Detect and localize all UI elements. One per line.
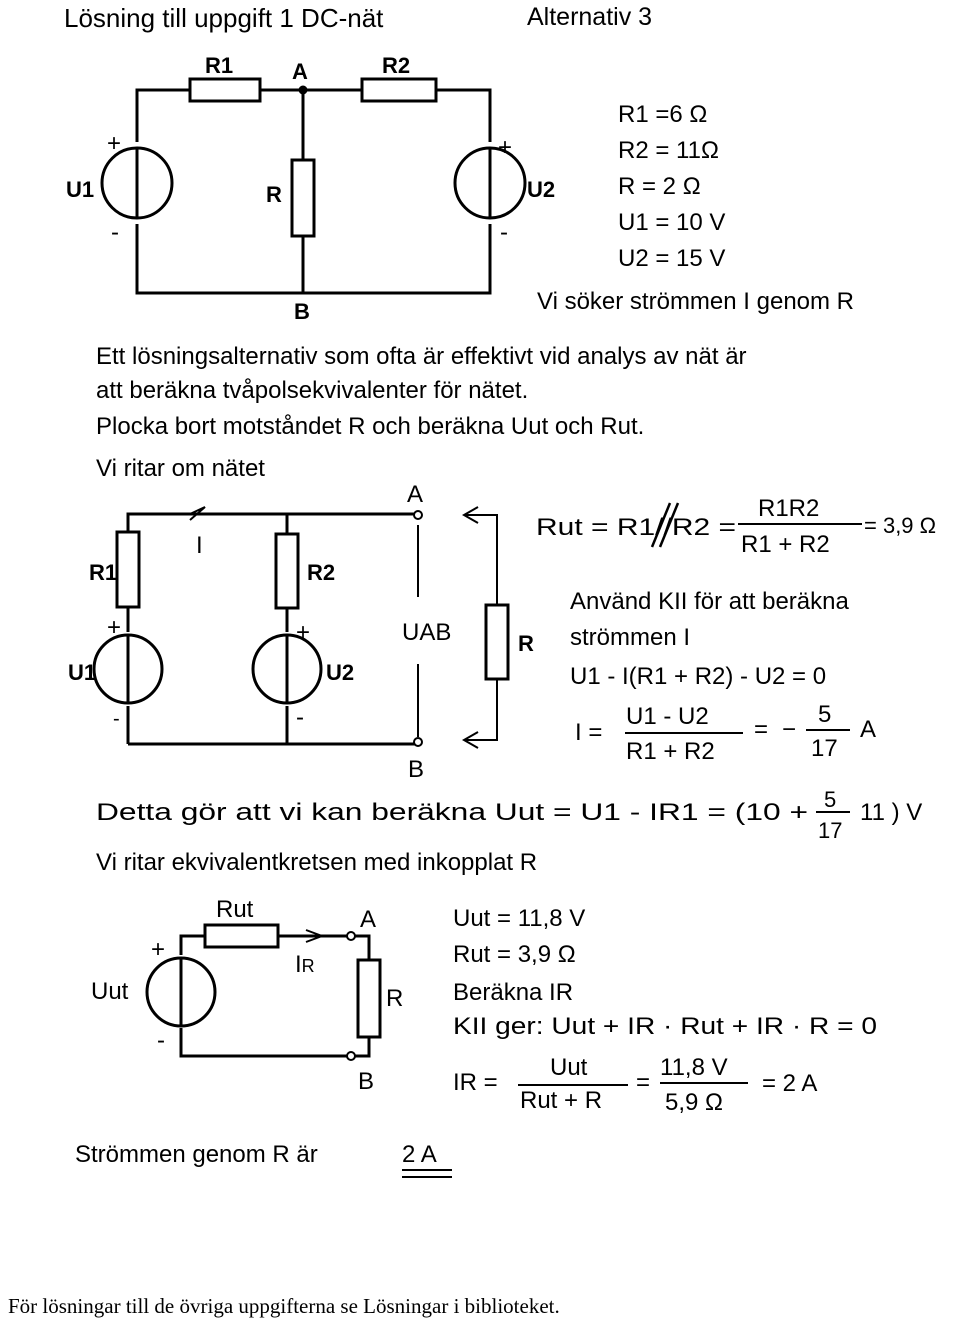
rut-num: R1R2 <box>758 495 819 522</box>
result-uut: Uut = 11,8 V <box>453 905 585 932</box>
c2-plus-u2: + <box>296 619 310 646</box>
label-u1: U1 <box>66 177 94 202</box>
circuit-1 <box>100 77 527 295</box>
label-r2: R2 <box>382 53 410 78</box>
answer-text: Strömmen genom R är <box>75 1141 318 1168</box>
c2-label-r2: R2 <box>307 560 335 585</box>
page-title: Lösning till uppgift 1 DC-nät <box>64 3 384 33</box>
c2-minus-u1: - <box>113 708 120 730</box>
given-u2: U2 = 15 V <box>618 245 725 272</box>
c2-plus-u1: + <box>107 614 121 641</box>
terminal-b <box>413 737 423 747</box>
i-equals: = <box>754 716 768 743</box>
label-node-b: B <box>294 299 310 324</box>
uut-frac-num: 5 <box>824 787 836 812</box>
c2-label-r: R <box>518 631 534 656</box>
ir-den: Rut + R <box>520 1087 602 1114</box>
resistor-r-removed <box>484 603 510 681</box>
ir-equals: = <box>636 1069 650 1096</box>
i-res-den: 17 <box>811 735 838 762</box>
kii-text-2: strömmen I <box>570 624 690 651</box>
ir-lhs: IR = <box>453 1069 498 1096</box>
c3-label-rut: Rut <box>216 896 254 923</box>
i-res-num: 5 <box>818 701 831 728</box>
label-node-a: A <box>292 59 308 84</box>
circuit-2 <box>92 506 510 749</box>
c3-label-a: A <box>360 906 376 933</box>
label-r1: R1 <box>205 53 233 78</box>
intro-line-2: att beräkna tvåpolsekvivalenter för näte… <box>96 377 528 404</box>
ir-num: Uut <box>550 1054 588 1081</box>
uut-line-text: Detta gör att vi kan beräkna Uut = U1 - … <box>96 799 808 826</box>
i-unit: A <box>860 716 876 743</box>
label-r: R <box>266 182 282 207</box>
resistor-r1 <box>188 77 262 103</box>
intro-line-1: Ett lösningsalternativ som ofta är effek… <box>96 343 747 370</box>
rut-den: R1 + R2 <box>741 531 830 558</box>
result-calc: Beräkna IR <box>453 979 573 1006</box>
c3-minus: - <box>157 1027 165 1054</box>
footer-note: För lösningar till de övriga uppgifterna… <box>8 1294 560 1318</box>
given-u1: U1 = 10 V <box>618 209 725 236</box>
goal-text: Vi söker strömmen I genom R <box>537 288 854 315</box>
resistor-r <box>290 158 316 238</box>
uut-line-tail: 11 ) V <box>860 799 922 826</box>
kii-equation: U1 - I(R1 + R2) - U2 = 0 <box>570 663 826 690</box>
given-r: R = 2 Ω <box>618 173 701 200</box>
c2-label-u1: U1 <box>68 660 96 685</box>
resistor-r-c <box>356 958 382 1039</box>
equiv-heading: Vi ritar ekvivalentkretsen med inkopplat… <box>96 849 537 876</box>
result-rut: Rut = 3,9 Ω <box>453 941 576 968</box>
c2-label-uab: UAB <box>402 619 451 646</box>
terminal-a <box>413 510 423 520</box>
i-den: R1 + R2 <box>626 738 715 765</box>
c2-label-u2: U2 <box>326 660 354 685</box>
given-r1: R1 =6 Ω <box>618 101 707 128</box>
intro-line-3: Plocka bort motståndet R och beräkna Uut… <box>96 413 644 440</box>
result-kii: KII ger: Uut + IR · Rut + IR · R = 0 <box>453 1013 877 1040</box>
plus-u1: + <box>107 130 121 157</box>
c2-label-r1: R1 <box>89 560 117 585</box>
i-neg: − <box>782 716 796 743</box>
i-lhs: I = <box>575 719 602 746</box>
rut-rhs: = 3,9 Ω <box>864 513 936 538</box>
rut-lhs: Rut = R1//R2 = <box>536 514 736 541</box>
ir-result: = 2 A <box>762 1070 817 1097</box>
kii-text-1: Använd KII för att beräkna <box>570 588 849 615</box>
minus-u1: - <box>111 219 119 246</box>
uut-frac-den: 17 <box>818 818 842 843</box>
resistor-r2 <box>360 77 438 103</box>
c3-plus: + <box>151 936 165 963</box>
given-r2: R2 = 11Ω <box>618 137 719 164</box>
ir-num2: 11,8 V <box>660 1054 728 1081</box>
ir-den2: 5,9 Ω <box>665 1089 723 1116</box>
c3-label-uut: Uut <box>91 978 129 1005</box>
i-num: U1 - U2 <box>626 703 709 730</box>
c2-label-i: I <box>196 532 203 559</box>
c2-label-b: B <box>408 756 424 783</box>
solution-drawing: Lösning till uppgift 1 DC-nät Alternativ… <box>64 3 936 1178</box>
c2-minus-u2: - <box>296 704 304 731</box>
c3-label-b: B <box>358 1068 374 1095</box>
label-u2: U2 <box>527 177 555 202</box>
alternative-label: Alternativ 3 <box>527 3 652 31</box>
resistor-r2-b <box>274 532 300 610</box>
c2-label-a: A <box>407 481 423 508</box>
plus-u2: + <box>498 134 512 161</box>
answer-value: 2 A <box>402 1141 437 1168</box>
minus-u2: - <box>500 219 508 246</box>
resistor-rut <box>203 923 280 949</box>
redraw-heading: Vi ritar om nätet <box>96 455 265 482</box>
c3-label-ir: IR <box>295 951 315 978</box>
resistor-r1-b <box>115 530 141 609</box>
c3-label-r: R <box>386 985 403 1012</box>
circuit-3 <box>145 923 382 1058</box>
